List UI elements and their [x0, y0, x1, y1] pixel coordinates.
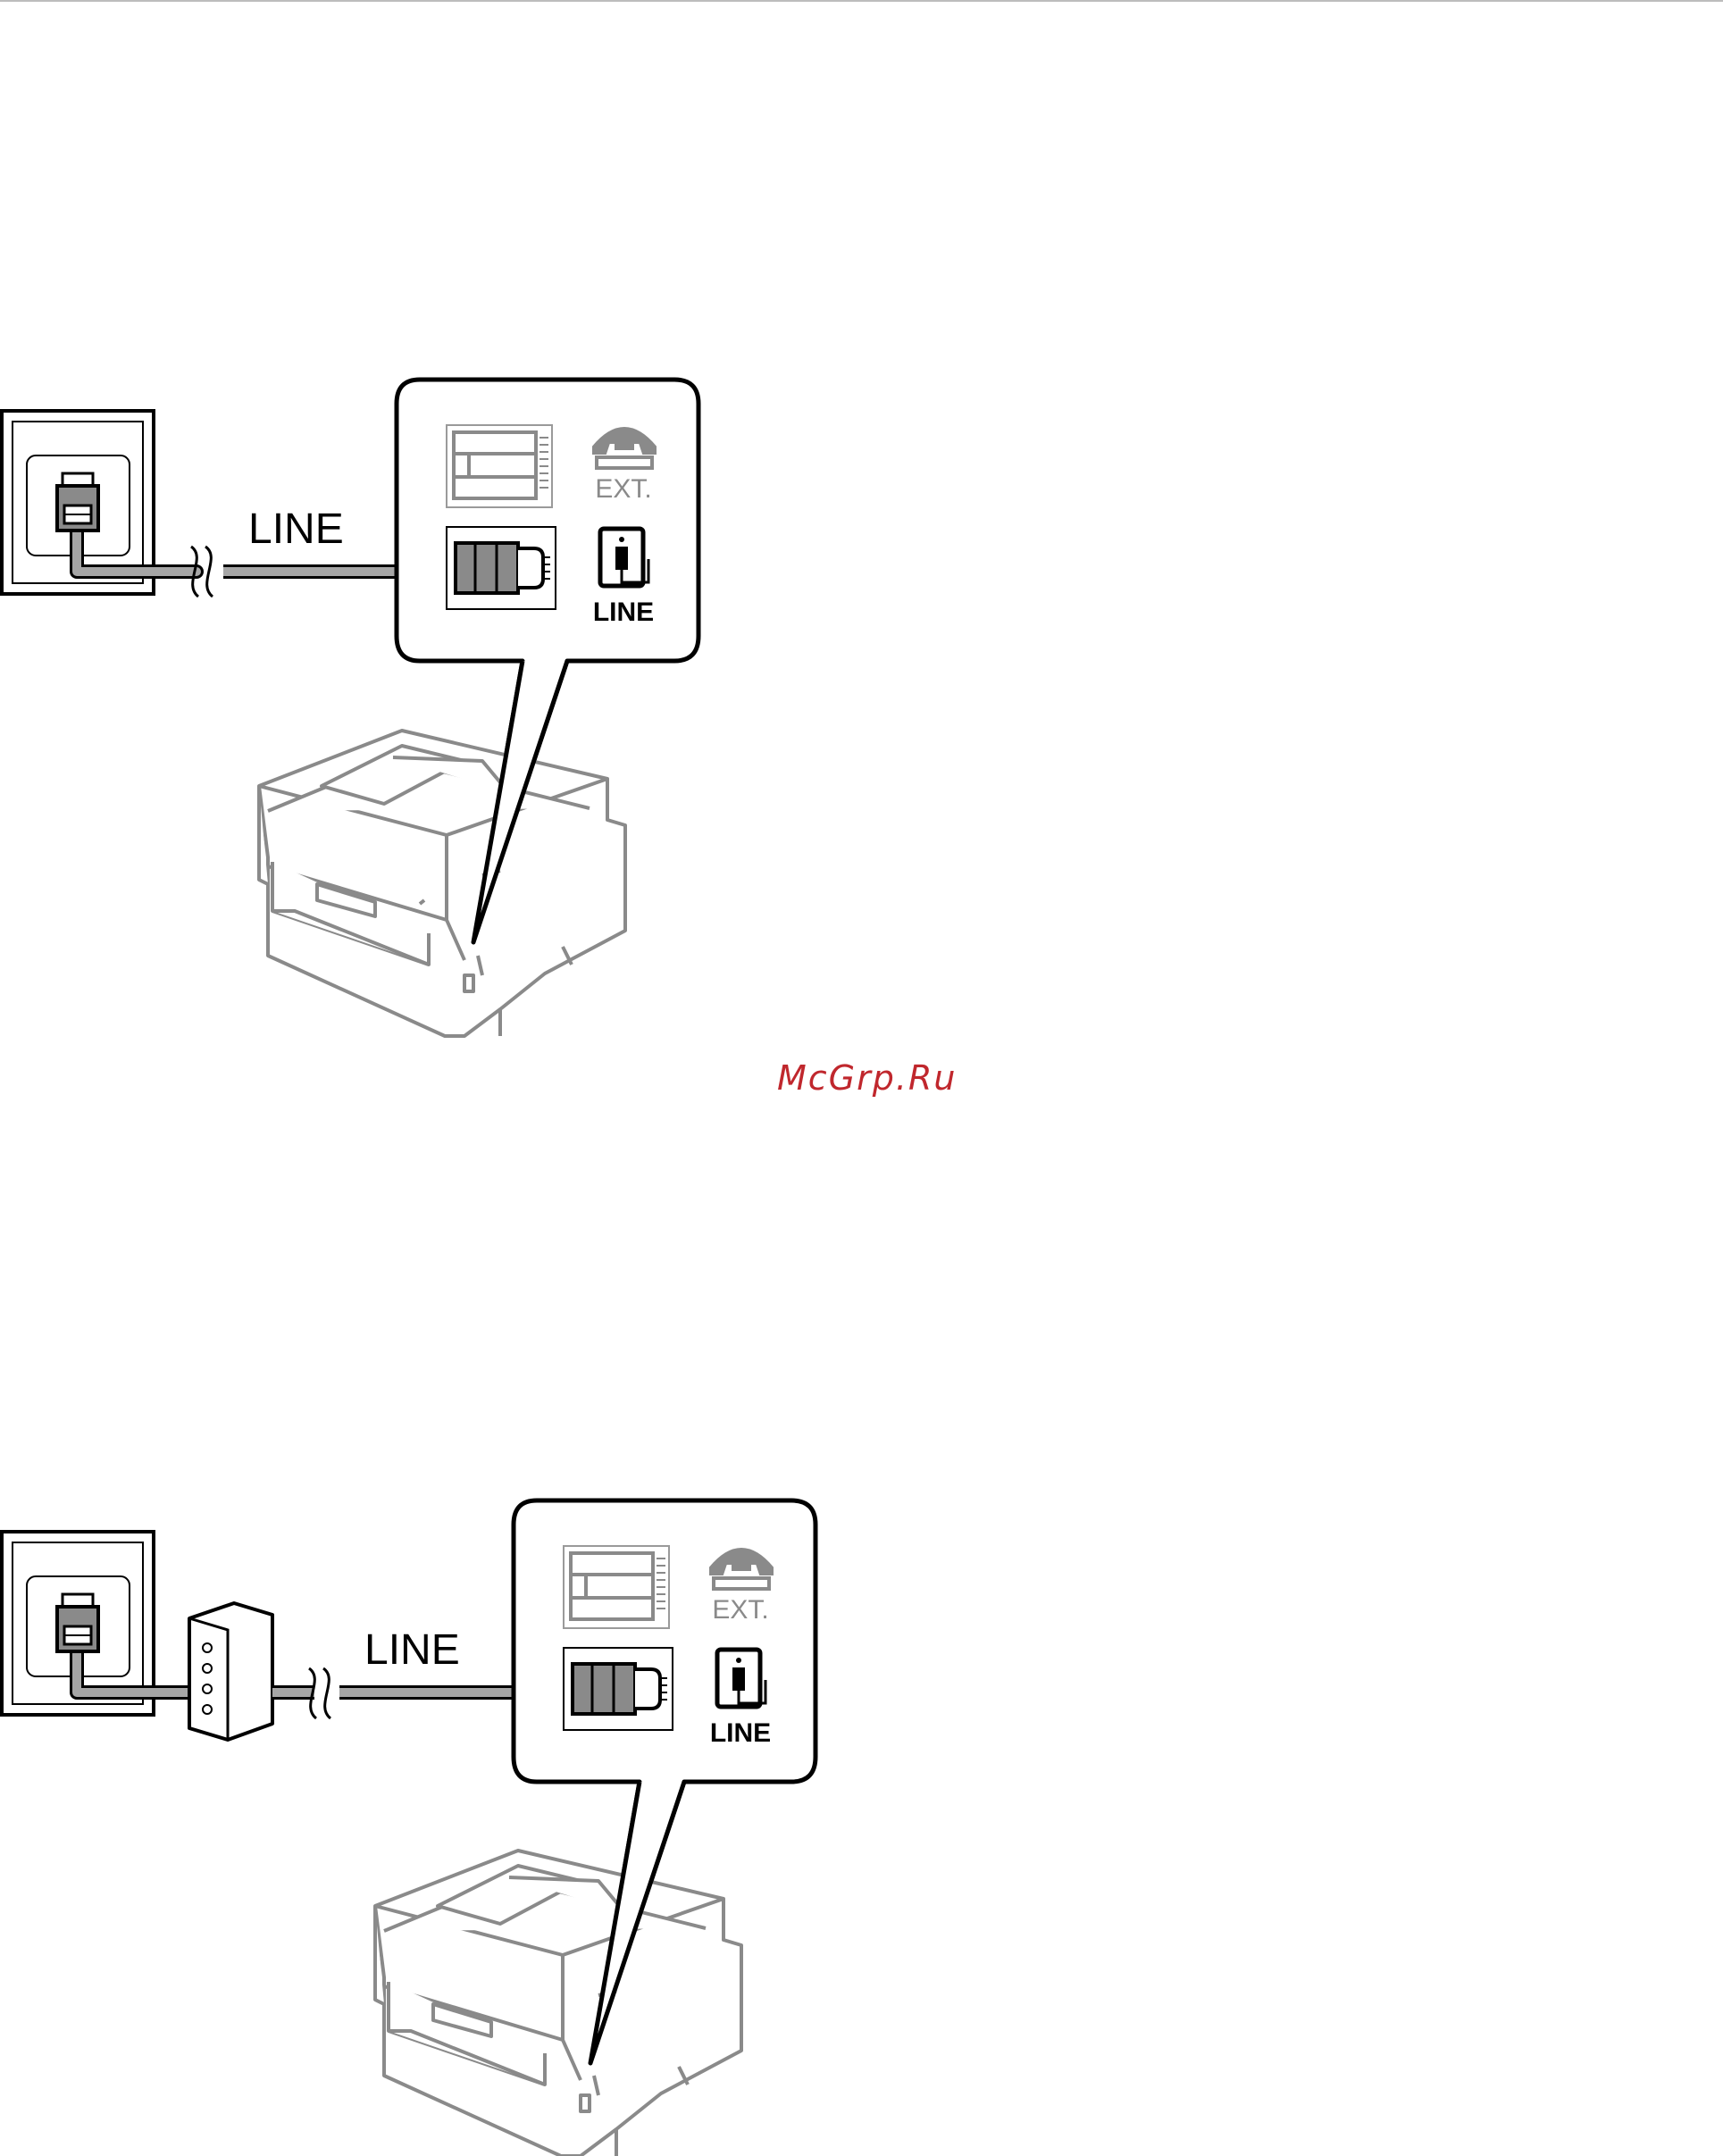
figure-direct-connection: LINE EXT.: [0, 0, 1723, 1072]
line-port-icon: [717, 1650, 765, 1707]
splitter-icon: [189, 1603, 272, 1740]
diagram-splitter-connection: LINE EXT. LINE: [0, 1072, 1723, 2156]
rj11-plug-icon: [57, 473, 98, 531]
line-port-label: LINE: [710, 1718, 771, 1748]
printer-icon: [375, 1851, 741, 2156]
line-port-icon: [600, 529, 648, 586]
printer-icon: [259, 731, 625, 1036]
ext-port-label: EXT.: [712, 1595, 768, 1625]
watermark: McGrp.Ru: [777, 1058, 957, 1098]
line-port-label: LINE: [593, 597, 654, 627]
figure-splitter-connection: LINE EXT. LINE: [0, 1072, 1723, 2156]
diagram-direct-connection: LINE EXT.: [0, 0, 1723, 1072]
cable-label: LINE: [364, 1626, 460, 1674]
cable-label: LINE: [248, 506, 344, 553]
rj11-plug-icon: [57, 1594, 98, 1651]
ext-port-label: EXT.: [595, 474, 651, 504]
